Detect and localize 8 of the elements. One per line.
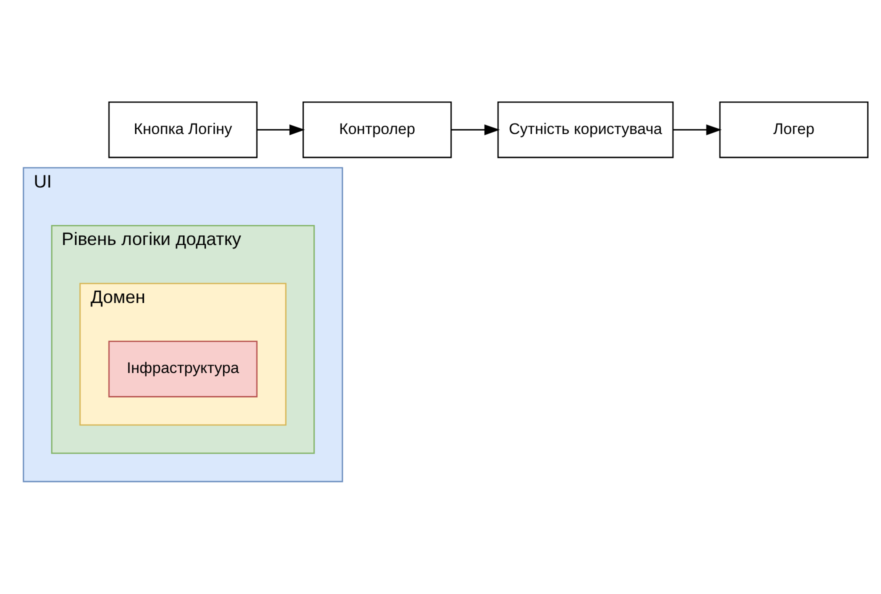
arrow — [673, 124, 722, 136]
node-box: Кнопка Логіну — [108, 102, 258, 158]
node-box: Контролер — [302, 102, 452, 158]
node-box: Сутність користувача — [497, 102, 674, 158]
arrow — [451, 124, 500, 136]
node-box: Інфраструктура — [108, 340, 258, 398]
arrow — [256, 124, 305, 136]
node-box: Логер — [719, 102, 868, 158]
